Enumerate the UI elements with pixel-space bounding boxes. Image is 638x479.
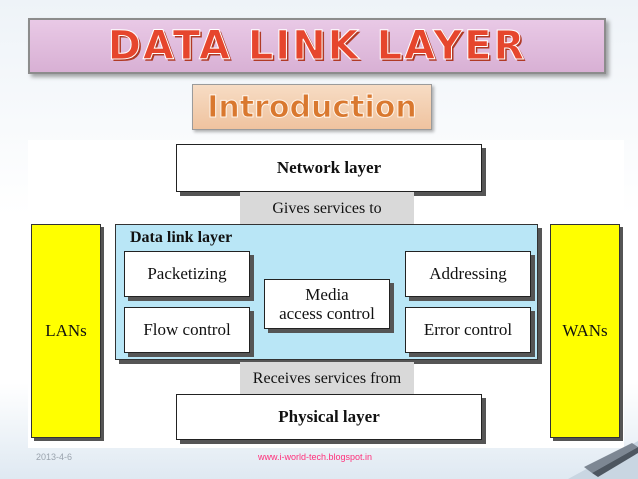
receives-services-band: Receives services from <box>240 362 414 396</box>
packetizing-box: Packetizing <box>124 251 250 297</box>
footer-url[interactable]: www.i-world-tech.blogspot.in <box>258 452 373 462</box>
slide-title: DATA LINK LAYER <box>107 23 527 70</box>
error-control-label: Error control <box>423 320 513 339</box>
physical-layer-label: Physical layer <box>278 407 380 426</box>
error-control-box: Error control <box>405 307 531 353</box>
wans-box: WANs <box>550 224 620 438</box>
media-access-label-line2: access control <box>279 304 375 323</box>
lans-box: LANs <box>31 224 101 438</box>
slide-subtitle: Introduction <box>207 89 417 125</box>
network-layer-label: Network layer <box>276 158 382 177</box>
laptop-decoration-icon <box>568 441 638 479</box>
addressing-label: Addressing <box>429 264 507 283</box>
data-link-layer-label: Data link layer <box>130 229 233 246</box>
flow-control-box: Flow control <box>124 307 250 353</box>
diagram-canvas: Network layer Gives services to LANs WAN… <box>28 140 624 448</box>
slide-title-banner: DATA LINK LAYER <box>28 18 606 74</box>
network-layer-box: Network layer <box>176 144 482 192</box>
receives-services-label: Receives services from <box>252 370 402 387</box>
physical-layer-box: Physical layer <box>176 394 482 440</box>
footer-date: 2013-4-6 <box>36 452 73 462</box>
packetizing-label: Packetizing <box>147 264 227 283</box>
data-link-layer-panel: Data link layer Packetizing Flow control… <box>115 224 538 360</box>
wans-label: WANs <box>562 321 608 340</box>
gives-services-band: Gives services to <box>240 192 414 226</box>
slide-subtitle-banner: Introduction <box>192 84 432 130</box>
gives-services-label: Gives services to <box>272 200 382 217</box>
lans-label: LANs <box>45 321 87 340</box>
media-access-label-line1: Media <box>305 285 349 304</box>
addressing-box: Addressing <box>405 251 531 297</box>
flow-control-label: Flow control <box>143 320 231 339</box>
media-access-control-box: Media access control <box>264 279 390 329</box>
